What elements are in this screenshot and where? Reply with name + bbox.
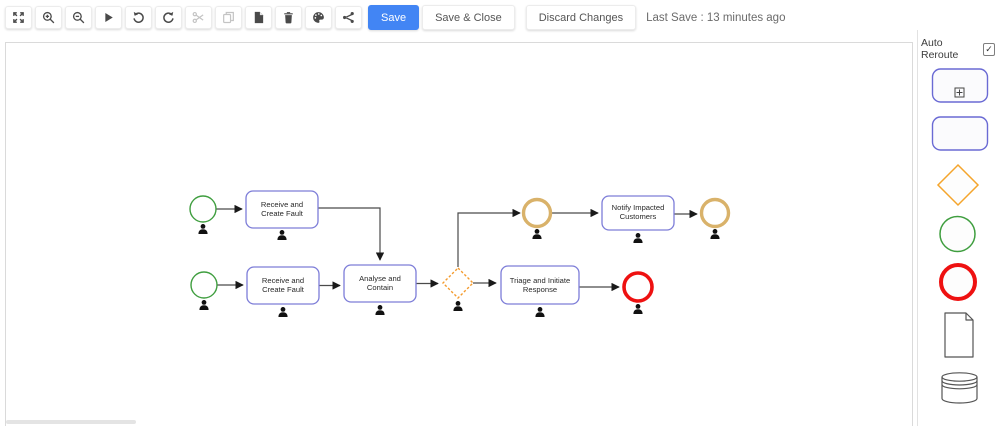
toolbar: Save Save & Close Discard Changes Last S… xyxy=(5,5,785,30)
save-and-close-button[interactable]: Save & Close xyxy=(422,5,515,30)
node-end-event[interactable] xyxy=(622,271,654,314)
person-icon xyxy=(375,305,385,315)
copy-button[interactable] xyxy=(215,6,242,29)
svg-text:Response: Response xyxy=(523,285,557,294)
diagram-canvas[interactable]: Receive and Create Fault Receive and Cre… xyxy=(5,42,913,426)
person-icon xyxy=(199,300,209,310)
zoom-out-button[interactable] xyxy=(65,6,92,29)
palette-gateway-shape[interactable] xyxy=(936,163,980,207)
svg-text:Create Fault: Create Fault xyxy=(262,285,305,294)
share-icon xyxy=(342,11,355,24)
trash-icon xyxy=(282,11,295,24)
undo-icon xyxy=(132,11,145,24)
node-gateway[interactable] xyxy=(442,267,474,311)
zoom-in-button[interactable] xyxy=(35,6,62,29)
palette-task-shape[interactable] xyxy=(931,116,989,151)
color-palette-button[interactable] xyxy=(305,6,332,29)
person-icon xyxy=(453,301,463,311)
node-intermediate-event-2[interactable] xyxy=(699,197,731,240)
fit-screen-icon xyxy=(12,11,25,24)
svg-text:Notify Impacted: Notify Impacted xyxy=(612,203,665,212)
person-icon xyxy=(277,230,287,240)
copy-icon xyxy=(222,11,235,24)
node-intermediate-event-1[interactable] xyxy=(521,197,553,240)
undo-button[interactable] xyxy=(125,6,152,29)
play-icon xyxy=(102,11,115,24)
node-start-event-2[interactable] xyxy=(190,271,218,310)
auto-reroute-label: Auto Reroute xyxy=(921,37,959,61)
palette-start-event-shape[interactable] xyxy=(939,215,976,253)
person-icon xyxy=(198,224,208,234)
cut-icon xyxy=(192,11,205,24)
fit-screen-button[interactable] xyxy=(5,6,32,29)
save-button[interactable]: Save xyxy=(368,5,420,30)
bpmn-diagram: Receive and Create Fault Receive and Cre… xyxy=(189,190,731,317)
node-task-receive-create-fault-2[interactable]: Receive and Create Fault xyxy=(246,266,320,317)
svg-text:Contain: Contain xyxy=(367,283,393,292)
palette-document-shape[interactable] xyxy=(944,312,974,358)
zoom-out-icon xyxy=(72,11,85,24)
svg-text:Triage and Initiate: Triage and Initiate xyxy=(510,276,571,285)
shape-palette-panel xyxy=(917,30,1000,426)
connector-task1-task3[interactable] xyxy=(318,207,385,261)
palette-subprocess-shape[interactable] xyxy=(931,68,989,103)
auto-reroute-checkbox[interactable]: ✓ xyxy=(983,42,995,56)
node-start-event-1[interactable] xyxy=(189,195,217,234)
person-icon xyxy=(710,229,720,239)
node-task-triage-and-initiate-response[interactable]: Triage and Initiate Response xyxy=(500,265,580,317)
redo-icon xyxy=(162,11,175,24)
svg-text:Analyse and: Analyse and xyxy=(359,274,401,283)
person-icon xyxy=(633,233,643,243)
person-icon xyxy=(532,229,542,239)
svg-text:Create Fault: Create Fault xyxy=(261,209,304,218)
person-icon xyxy=(535,307,545,317)
node-task-notify-impacted-customers[interactable]: Notify Impacted Customers xyxy=(601,195,675,243)
svg-text:Receive and: Receive and xyxy=(262,276,304,285)
expand-plus-icon xyxy=(954,87,965,98)
palette-shapes xyxy=(931,68,989,404)
svg-text:Receive and: Receive and xyxy=(261,200,303,209)
person-icon xyxy=(633,304,643,314)
color-palette-icon xyxy=(312,11,325,24)
cut-button[interactable] xyxy=(185,6,212,29)
paste-icon xyxy=(252,11,265,24)
paste-button[interactable] xyxy=(245,6,272,29)
palette-datastore-shape[interactable] xyxy=(941,372,978,404)
node-task-receive-create-fault-1[interactable]: Receive and Create Fault xyxy=(245,190,319,240)
share-button[interactable] xyxy=(335,6,362,29)
discard-changes-button[interactable]: Discard Changes xyxy=(525,5,637,30)
node-task-analyse-and-contain[interactable]: Analyse and Contain xyxy=(343,264,417,315)
auto-reroute-row: Auto Reroute ✓ xyxy=(921,37,995,61)
redo-button[interactable] xyxy=(155,6,182,29)
horizontal-scrollbar[interactable] xyxy=(6,420,136,424)
svg-text:Customers: Customers xyxy=(620,212,657,221)
zoom-in-icon xyxy=(42,11,55,24)
person-icon xyxy=(278,307,288,317)
connector-gateway-intermediate[interactable] xyxy=(457,208,521,267)
play-button[interactable] xyxy=(95,6,122,29)
palette-end-event-shape[interactable] xyxy=(939,263,977,301)
delete-button[interactable] xyxy=(275,6,302,29)
last-save-status: Last Save : 13 minutes ago xyxy=(646,11,786,24)
